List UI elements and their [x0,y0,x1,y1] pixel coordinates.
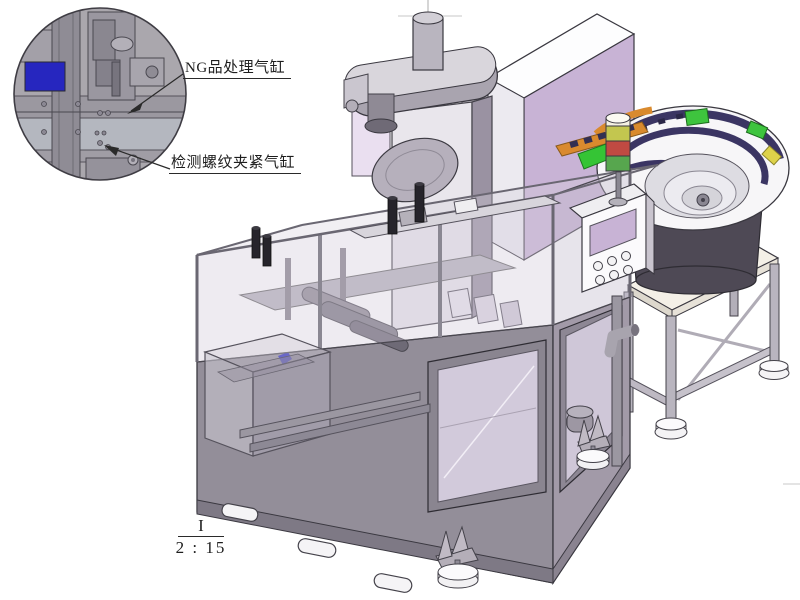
station-block-1 [447,287,473,319]
elbow-pipe [604,324,640,358]
hmi-side-face [645,192,655,275]
leveling-foot-right [576,414,611,470]
callout-clamp-cylinder: 检测螺纹夹紧气缸 [169,151,302,174]
hmi-pole [611,295,623,467]
dark-cylinders [251,182,425,267]
chute-rail-2 [249,403,431,453]
detail-designator: I [178,516,224,537]
skid-pads [221,503,413,593]
stack-light-pole [615,171,622,203]
stack-light-red [605,140,631,157]
blue-part [278,352,292,365]
detail-scale-ratio: 2 : 15 [175,538,227,557]
detail-column [51,8,81,180]
callout-ng-cylinder: NG品处理气缸 [183,56,292,79]
hmi-buttons [593,251,633,285]
discharge-chute [203,333,431,457]
leader-lines [104,73,184,170]
station-block-2 [473,293,499,325]
bowl-tab-green-2 [745,120,769,140]
table-feet [654,360,790,440]
detail-contents [14,8,186,180]
robot-z-cylinder [412,17,444,71]
top-slide-rail [348,195,562,239]
detail-callout [13,7,187,181]
table-right-leg [769,263,780,367]
leader-ng-arrow [127,102,143,114]
detail-view-scale: I 2 : 15 [166,516,236,558]
table-front-leg [665,315,677,427]
leader-detect [107,146,171,170]
hmi-panel [568,183,655,467]
stack-light [605,112,631,207]
hmi-screen [589,208,637,257]
chute-bottom [216,353,316,383]
bowl-tab-green-1 [684,107,710,127]
base-skirt-right [552,452,631,585]
internal-mechanisms [238,248,523,365]
bowl-tab-yellow [761,145,782,166]
stack-light-yellow [605,125,631,142]
front-window-glass [437,349,539,503]
bowl-spiral-mid [615,126,769,185]
leader-detect-arrow [104,145,119,156]
detail-blue-block [24,61,66,92]
chute-rail-1 [239,391,421,439]
station-block-3 [499,300,523,328]
top-slide-assembly [251,182,562,267]
detail-circle-outline [13,7,187,181]
stack-light-green [605,155,631,172]
leveling-foot-front [435,525,479,589]
